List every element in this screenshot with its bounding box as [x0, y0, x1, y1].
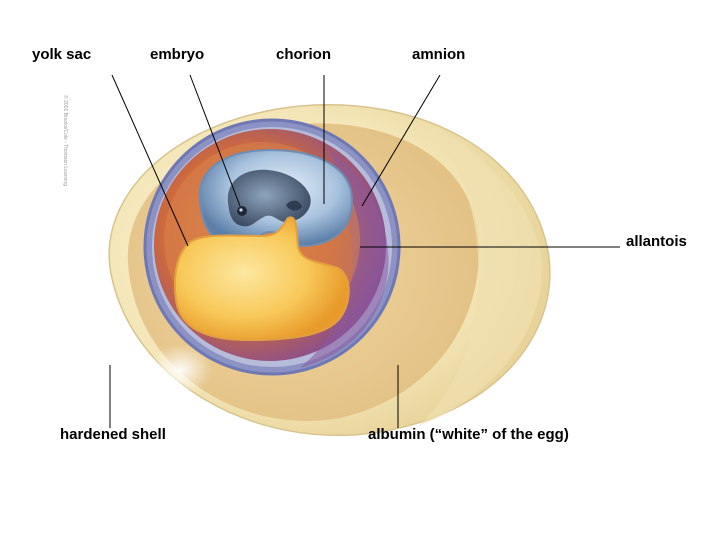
label-embryo: embryo	[150, 46, 205, 63]
label-hardened-shell: hardened shell	[60, 426, 166, 443]
label-allantois: allantois	[626, 233, 687, 250]
label-albumin: albumin (“white” of the egg)	[368, 426, 569, 443]
yolk-sac-shape	[173, 216, 350, 342]
yolk-sac-leader	[111, 74, 189, 247]
shell-highlight	[148, 344, 212, 396]
allantois-purple-shade	[300, 150, 389, 368]
embryo-limb	[286, 200, 302, 211]
shell-membrane-band	[415, 118, 542, 425]
label-amnion: amnion	[412, 46, 466, 63]
embryo-eye-highlight	[239, 208, 243, 212]
leader-lines	[109, 74, 620, 428]
embryo-body	[227, 169, 311, 227]
label-chorion: chorion	[276, 46, 331, 63]
amnion-leader	[361, 74, 441, 207]
copyright-credit: © 2001 Brooks/Cole - Thomson Learning	[62, 95, 68, 186]
label-yolk-sac: yolk sac	[32, 46, 92, 63]
embryo-leader	[189, 74, 241, 207]
